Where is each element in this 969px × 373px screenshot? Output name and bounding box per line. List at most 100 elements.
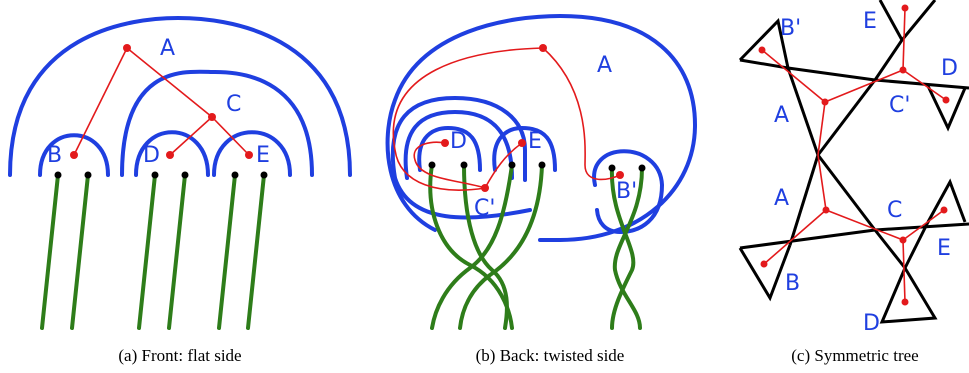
label-A: A [160, 36, 175, 61]
edge [788, 154, 820, 246]
outer-boundary [385, 13, 698, 242]
label-D-bottom: D [863, 311, 880, 336]
label-B-prime: B' [616, 179, 637, 204]
label-B: B [785, 271, 800, 296]
tree-b [392, 44, 624, 192]
lower-band [393, 176, 532, 220]
tree-edge [211, 116, 250, 156]
surface-b [385, 13, 698, 242]
arc-D [134, 130, 210, 177]
punctures-b [428, 161, 646, 172]
label-A-upper: A [774, 103, 789, 128]
tree-edge [824, 69, 904, 103]
polygons-c [738, 0, 969, 324]
strand [430, 163, 514, 330]
caption-c: (c) Symmetric tree [791, 346, 918, 365]
tree-node-A [123, 44, 131, 52]
tree-edge [484, 142, 523, 189]
tree-node-B [70, 151, 78, 159]
loop-B-prime [592, 149, 665, 235]
puncture [181, 171, 189, 179]
puncture [460, 161, 468, 169]
tree-edge [73, 47, 128, 156]
label-C-prime: C' [889, 93, 910, 118]
tree-edge [126, 47, 213, 118]
tree-edge [817, 154, 827, 211]
tree-node [760, 260, 768, 268]
tree-edge [902, 209, 945, 241]
puncture [54, 171, 62, 179]
tree-node-D [441, 139, 449, 147]
strand [612, 166, 644, 330]
arc-B [38, 133, 110, 177]
loop-E [492, 125, 557, 172]
tree-node-B-prime [616, 171, 624, 179]
puncture [608, 164, 616, 172]
puncture [151, 171, 159, 179]
strand [167, 173, 187, 330]
puncture [428, 161, 436, 169]
label-A-lower: A [774, 186, 789, 211]
tree-edge [817, 101, 826, 156]
arc-C [120, 69, 314, 177]
outer-arc-A [8, 15, 352, 177]
tree-edge [763, 209, 827, 265]
tree-edge [542, 47, 621, 181]
tree-node [899, 66, 907, 74]
strand [458, 163, 544, 330]
punctures-a [54, 171, 268, 179]
tree-node-E [518, 139, 526, 147]
triangle-D-bottom [879, 267, 938, 324]
arc-E [212, 130, 292, 177]
strands-a [40, 173, 266, 330]
triangle-B [738, 244, 792, 302]
tree-node [899, 236, 907, 244]
caption-b: (b) Back: twisted side [476, 346, 625, 365]
label-C-prime: C' [474, 196, 495, 221]
puncture [638, 164, 646, 172]
tree-edge [413, 141, 486, 189]
strand [462, 163, 509, 330]
tree-node [940, 206, 948, 214]
strand [70, 173, 90, 330]
tree-node [758, 46, 766, 54]
tree-node-E [245, 151, 253, 159]
tree-node-C [208, 113, 216, 121]
puncture [260, 171, 268, 179]
tree-node [942, 96, 950, 104]
label-E-bottom: E [937, 236, 951, 261]
tree-node [821, 98, 829, 106]
label-B-prime: B' [780, 16, 801, 41]
panel-b: A D E C' B' (b) Back: twisted side [385, 13, 698, 365]
tree-c [758, 4, 950, 306]
surface-arcs-a [8, 15, 352, 177]
strand [609, 166, 636, 330]
edge [786, 67, 820, 156]
tree-node-A [539, 44, 547, 52]
tree-edge [169, 116, 213, 156]
puncture [84, 171, 92, 179]
strand [246, 173, 266, 330]
strands-b [428, 163, 644, 330]
tree-node [901, 4, 909, 12]
label-B: B [47, 143, 62, 168]
tree-node [901, 298, 909, 306]
tree-edge [392, 47, 544, 191]
label-E: E [528, 129, 542, 154]
caption-a: (a) Front: flat side [118, 346, 241, 365]
edge [878, 0, 904, 41]
tree-node-D [166, 151, 174, 159]
edge [816, 79, 877, 156]
label-D: D [143, 143, 160, 168]
puncture [231, 171, 239, 179]
edge [816, 154, 877, 231]
tree-node-C-prime [481, 184, 489, 192]
panel-c: B' E D A C' A C E B D (c) Symmetric tree [738, 0, 969, 365]
tree-edge [761, 49, 826, 103]
edge [873, 229, 907, 269]
puncture [538, 161, 546, 169]
label-E-top: E [863, 9, 877, 34]
edge [903, 221, 930, 269]
tree-edge [902, 69, 947, 101]
